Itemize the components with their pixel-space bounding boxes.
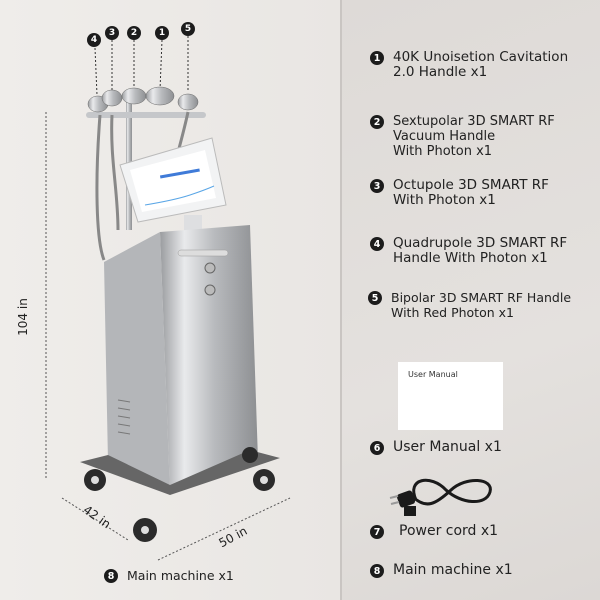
machine-label: 8 Main machine x1 <box>104 568 234 583</box>
item-text: 40K Unoisetion Cavitation <box>393 49 569 65</box>
product-photo-panel: 4 3 2 1 5 104 in 42 in 50 in 8 Main mach… <box>0 0 340 600</box>
callout-2: 2 <box>127 26 141 40</box>
item-text: User Manual x1 <box>393 439 502 455</box>
list-item-6: 6 User Manual x1 <box>370 440 502 455</box>
item-text: Sextupolar 3D SMART RF <box>393 114 555 129</box>
list-item-8: 8 Main machine x1 <box>370 563 513 578</box>
number-badge: 2 <box>370 115 384 129</box>
item-text: With Photon x1 <box>393 144 493 159</box>
callout-4: 4 <box>87 33 101 47</box>
number-badge: 7 <box>370 525 384 539</box>
item-text: Power cord x1 <box>399 523 499 539</box>
number-badge: 5 <box>368 291 382 305</box>
number-badge: 3 <box>370 179 384 193</box>
number-badge: 1 <box>370 51 384 65</box>
machine-label-text: Main machine x1 <box>127 568 234 583</box>
height-dimension-label: 104 in <box>15 298 30 336</box>
item-text: Handle With Photon x1 <box>393 250 548 266</box>
callout-1: 1 <box>155 26 169 40</box>
power-cord-image <box>389 478 492 516</box>
divider <box>340 0 342 600</box>
item-text: Quadrupole 3D SMART RF <box>393 235 568 251</box>
item-text: Vacuum Handle <box>393 129 496 144</box>
callout-5: 5 <box>181 22 195 36</box>
number-badge: 6 <box>370 441 384 455</box>
item-text: Bipolar 3D SMART RF Handle <box>391 290 572 305</box>
item-text: 2.0 Handle x1 <box>393 64 488 80</box>
number-badge: 8 <box>104 569 118 583</box>
callout-3: 3 <box>105 26 119 40</box>
machine-illustration <box>45 36 291 561</box>
list-item-7: 7 Power cord x1 <box>370 524 498 539</box>
manual-card-label: User Manual <box>408 370 458 379</box>
number-badge: 8 <box>370 564 384 578</box>
user-manual-image: User Manual <box>398 362 503 430</box>
item-text: With Red Photon x1 <box>391 305 514 320</box>
item-text: Main machine x1 <box>393 562 513 578</box>
number-badge: 4 <box>370 237 384 251</box>
item-text: With Photon x1 <box>393 192 496 208</box>
item-text: Octupole 3D SMART RF <box>393 177 549 193</box>
